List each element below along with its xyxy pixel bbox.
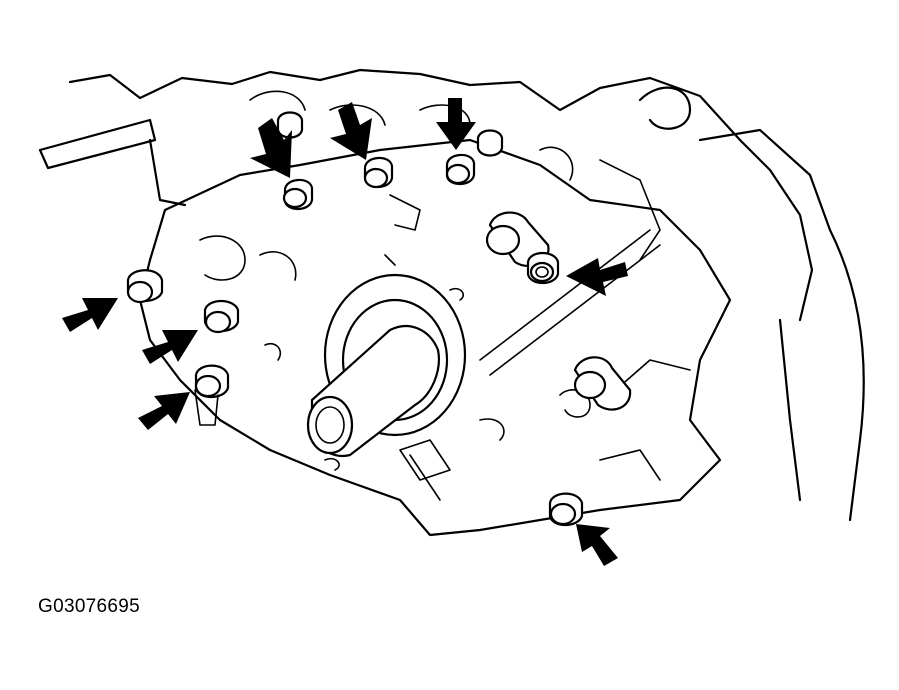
bolt-icon: [526, 251, 560, 285]
bolt-icon: [276, 111, 304, 139]
arrow-icon: [142, 330, 198, 364]
arrow-icon: [138, 392, 190, 430]
arrow-icon: [566, 258, 628, 296]
bolt-icon: [203, 299, 240, 334]
arrow-icon: [62, 298, 118, 332]
bolt-icon: [548, 492, 584, 527]
arrow-icon: [250, 118, 292, 178]
arrow-icon: [436, 98, 476, 150]
arrow-group: [62, 98, 628, 566]
bolt-group: [126, 111, 584, 527]
engine-block-outline: [38, 68, 865, 522]
bolt-icon: [476, 129, 504, 157]
figure-id-label: G03076695: [38, 596, 141, 617]
bolt-icon: [445, 153, 476, 186]
bolt-icon: [126, 269, 164, 304]
bolt-icon: [194, 364, 230, 426]
tensioner-boss: [485, 211, 632, 411]
arrow-icon: [330, 102, 372, 160]
arrow-icon: [576, 524, 618, 566]
crankshaft-assembly: [306, 273, 467, 458]
bolt-icon: [363, 156, 394, 189]
bolt-icon: [282, 178, 314, 211]
